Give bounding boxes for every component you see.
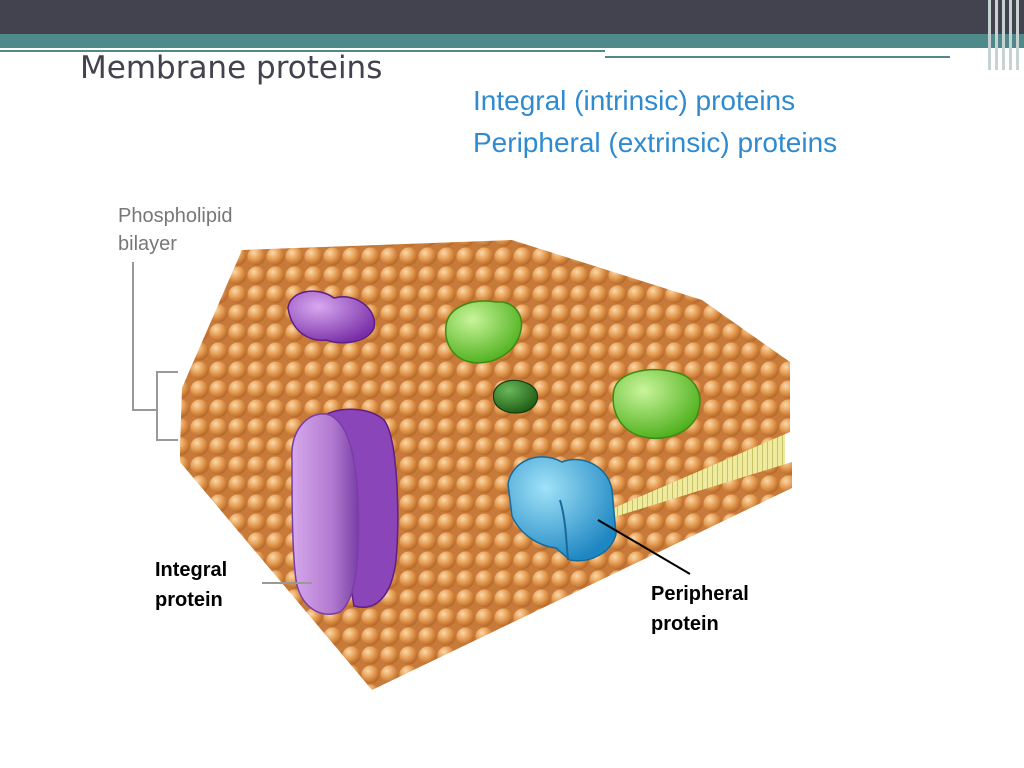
integral-label-line: Integral	[155, 559, 228, 581]
peripheral-protein-label: Peripheral protein	[651, 579, 749, 639]
integral-protein	[291, 408, 399, 615]
header-bar	[0, 0, 1024, 34]
header-accent-line	[0, 50, 605, 52]
dark-green-protein	[492, 379, 539, 414]
green-protein-right	[612, 369, 701, 439]
bullet-item: Integral (intrinsic) proteins	[473, 85, 796, 116]
lower-head-layer	[180, 440, 792, 690]
slide-title: Membrane proteins	[80, 50, 383, 86]
integral-protein-label: Integral protein	[155, 555, 227, 615]
header-accent-line	[605, 56, 950, 58]
bilayer-label-line: bilayer	[118, 233, 177, 255]
bilayer-bracket	[132, 262, 178, 441]
purple-protein	[287, 290, 376, 344]
peripheral-leader-line	[597, 519, 691, 575]
bullet-item: Peripheral (extrinsic) proteins	[473, 127, 838, 158]
peripheral-label-line: protein	[651, 613, 719, 635]
bullet-list: Integral (intrinsic) proteins Peripheral…	[473, 80, 837, 164]
header-corner-decoration	[986, 0, 1024, 70]
header-accent-band	[0, 34, 1024, 48]
peripheral-label-line: Peripheral	[651, 583, 749, 605]
bilayer-label-line: Phospholipid	[118, 205, 233, 227]
integral-label-line: protein	[155, 589, 223, 611]
green-protein	[444, 300, 523, 364]
bilayer-label: Phospholipid bilayer	[118, 202, 233, 258]
peripheral-protein	[507, 456, 617, 562]
